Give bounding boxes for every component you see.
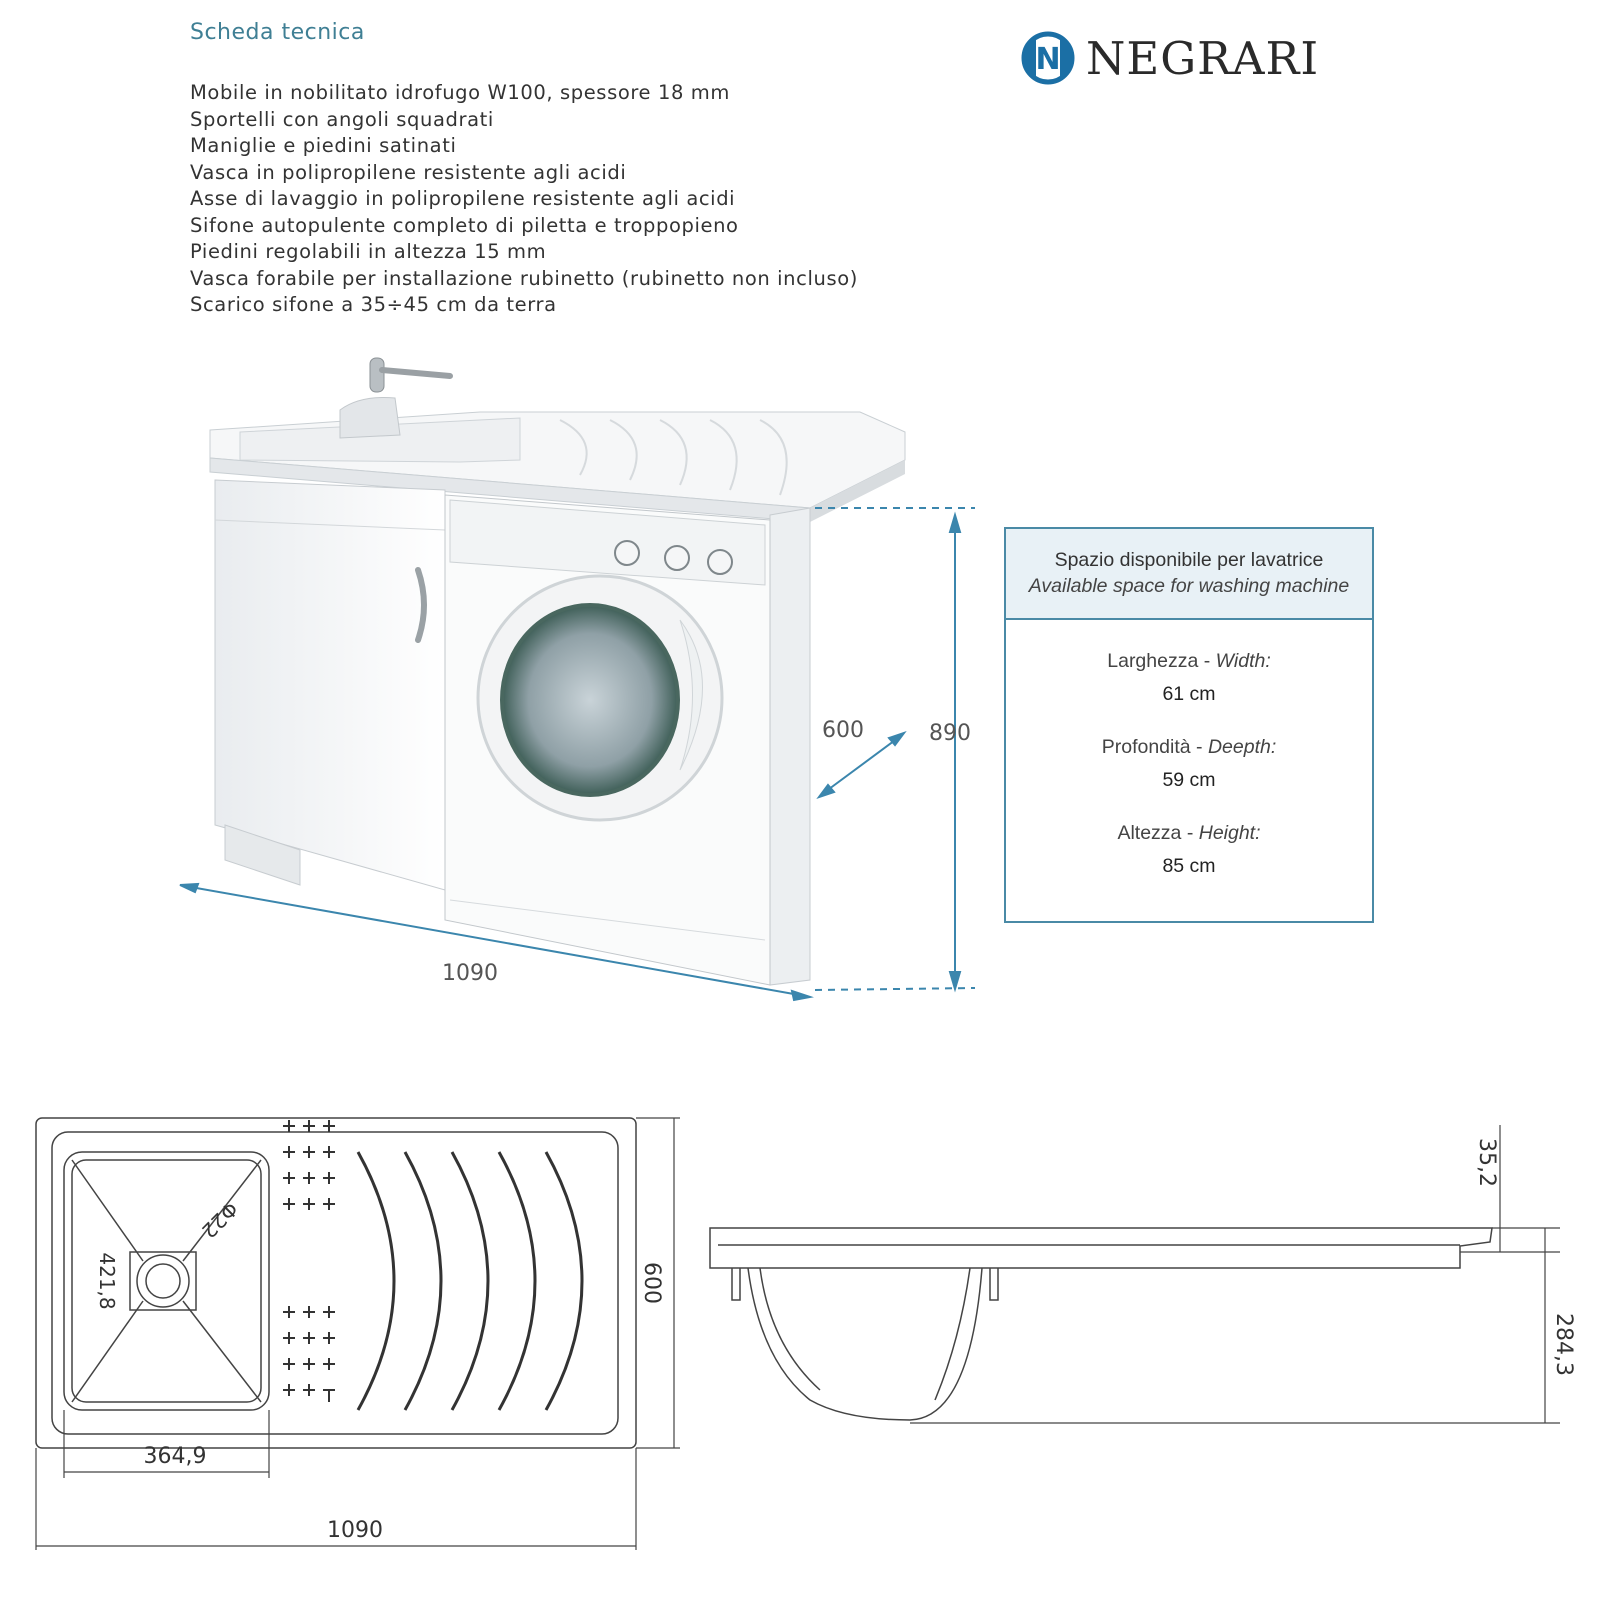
width-spec: Larghezza - Width: 61 cm: [1107, 650, 1271, 705]
basin-height-dimension: 284,3: [1551, 1313, 1576, 1376]
depth-dimension: 600: [822, 718, 864, 743]
svg-text:N: N: [1035, 42, 1060, 77]
spec-item: Sportelli con angoli squadrati: [190, 107, 494, 131]
height-spec: Altezza - Height: 85 cm: [1117, 822, 1261, 877]
basin-width-dimension: 364,9: [144, 1444, 207, 1469]
available-space-header: Spazio disponibile per lavatrice Availab…: [1006, 529, 1372, 620]
spec-item: Vasca forabile per installazione rubinet…: [190, 266, 858, 290]
brand-logo: N NEGRARI: [1020, 30, 1319, 86]
spec-item: Piedini regolabili in altezza 15 mm: [190, 240, 547, 263]
brand-mark-icon: N: [1021, 31, 1075, 85]
available-space-title-it: Spazio disponibile per lavatrice: [1054, 549, 1324, 571]
spec-item: Vasca in polipropilene resistente agli a…: [190, 160, 627, 184]
spec-item: Maniglie e piedini satinati: [190, 134, 457, 157]
side-view-drawing: 35,2 284,3: [709, 1125, 1576, 1424]
spec-list: Mobile in nobilitato idrofugo W100, spes…: [190, 80, 858, 319]
available-space-title-en: Available space for washing machine: [1028, 575, 1350, 597]
depth-spec: Profondità - Deepth: 59 cm: [1101, 736, 1277, 791]
product-illustration: 1090 600 890: [179, 357, 976, 1002]
top-view-drawing: 364,9 1090 600 Φ22 421,8: [35, 1117, 680, 1550]
spec-item: Asse di lavaggio in polipropilene resist…: [190, 187, 736, 210]
drain-diameter-label: Φ22: [197, 1197, 243, 1243]
spec-item: Sifone autopulente completo di piletta e…: [190, 213, 739, 237]
rim-height-dimension: 35,2: [1474, 1138, 1499, 1187]
page-title: Scheda tecnica: [190, 20, 365, 45]
height-dimension: 890: [929, 721, 971, 746]
available-space-box: Spazio disponibile per lavatrice Availab…: [1004, 527, 1374, 923]
spec-item: Mobile in nobilitato idrofugo W100, spes…: [190, 81, 730, 104]
basin-depth-dimension: 421,8: [95, 1252, 119, 1309]
width-dimension: 1090: [442, 961, 498, 986]
spec-item: Scarico sifone a 35÷45 cm da terra: [190, 293, 557, 316]
total-depth-dimension: 600: [639, 1262, 664, 1304]
brand-name: NEGRARI: [1086, 31, 1320, 85]
total-width-dimension: 1090: [327, 1518, 383, 1543]
